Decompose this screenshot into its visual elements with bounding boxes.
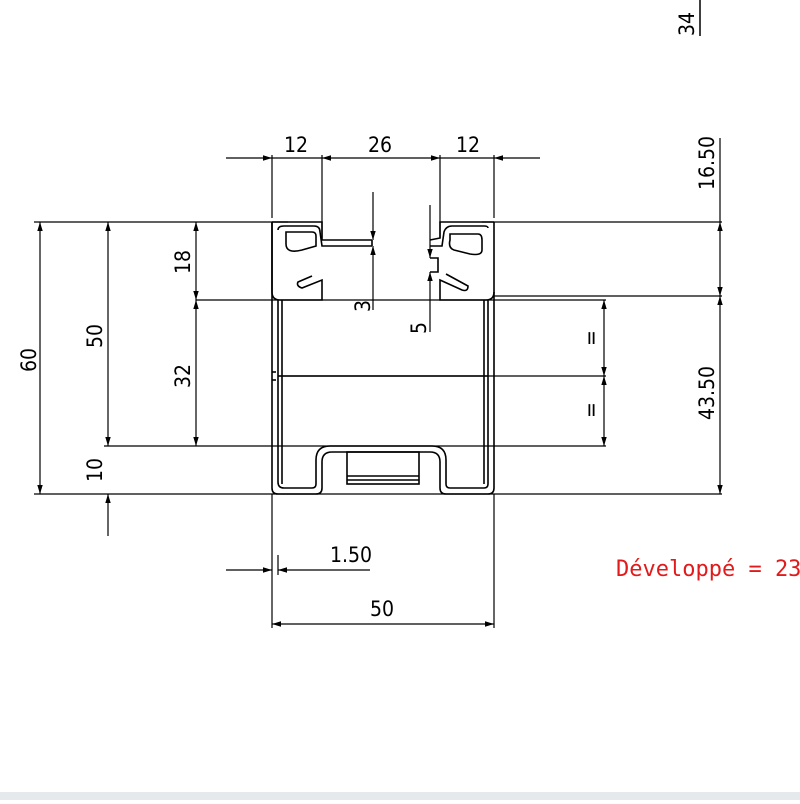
dimension-slot-depths bbox=[370, 192, 433, 332]
dim-slot-depth-right-label: 5 bbox=[407, 322, 431, 334]
dim-top-left-label: 12 bbox=[284, 133, 308, 157]
dim-overall-width-label: 50 bbox=[370, 597, 394, 621]
dim-slot-width-label: 26 bbox=[368, 133, 392, 157]
profile-outline bbox=[271, 221, 495, 495]
dim-overall-height-label: 60 bbox=[17, 348, 41, 372]
dim-bottom-offset-label: 10 bbox=[83, 458, 107, 482]
dim-body-height-label: 32 bbox=[171, 364, 195, 388]
dim-thickness-label: 1.50 bbox=[330, 543, 372, 567]
dim-right-bottom-label: 43.50 bbox=[695, 366, 719, 420]
dim-right-top-label: 16.50 bbox=[695, 136, 719, 190]
extension-lines bbox=[34, 138, 722, 628]
dim-34-label: 34 bbox=[675, 12, 699, 36]
dim-inner-height-label: 50 bbox=[83, 324, 107, 348]
dim-equal-bottom-label: = bbox=[579, 402, 603, 418]
dimension-left-heights bbox=[37, 222, 199, 536]
dim-upper-channel-label: 18 bbox=[171, 250, 195, 274]
dimension-thickness bbox=[226, 555, 370, 575]
dim-top-right-label: 12 bbox=[456, 133, 480, 157]
bottom-scrollbar[interactable] bbox=[0, 792, 800, 800]
dimension-top-right: 34 bbox=[675, 0, 701, 36]
developed-length-note: Développé = 232 bbox=[616, 557, 800, 582]
dim-slot-depth-left-label: 3 bbox=[351, 300, 375, 312]
dim-equal-top-label: = bbox=[579, 330, 603, 346]
